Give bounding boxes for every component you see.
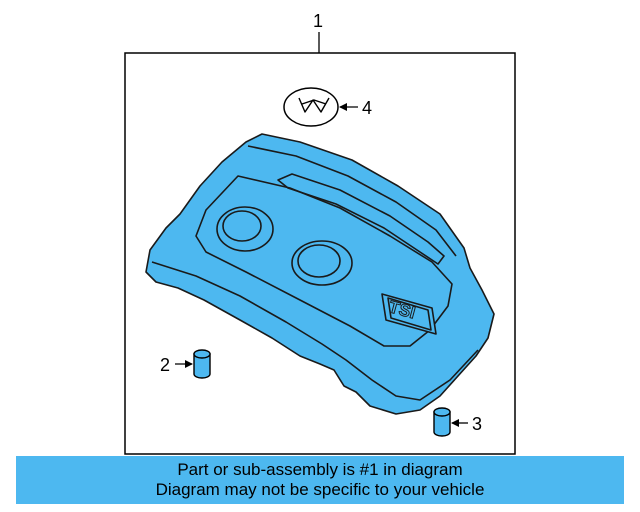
callout-4-label: 4: [362, 98, 372, 118]
badge-ellipse: [283, 87, 339, 127]
cover-port-left-inner: [222, 210, 262, 242]
badge-part[interactable]: [283, 87, 339, 127]
cover-top-ridge: [247, 145, 457, 257]
grommet-left-body: [193, 353, 211, 379]
callout-3-label: 3: [472, 414, 482, 434]
banner-line-2: Diagram may not be specific to your vehi…: [155, 480, 485, 499]
grommet-right-part[interactable]: [433, 407, 451, 437]
diagram-frame: [124, 52, 516, 455]
cover-channel: [277, 173, 445, 265]
banner-line-1: Part or sub-assembly is #1 in diagram: [177, 460, 463, 479]
cover-emblem-plate: [381, 293, 437, 335]
cover-port-right-inner: [297, 244, 341, 278]
info-banner: Part or sub-assembly is #1 in diagram Di…: [16, 456, 624, 504]
engine-cover[interactable]: [145, 133, 495, 415]
callout-1-label: 1: [313, 11, 323, 31]
badge-logo-icon: [298, 97, 330, 113]
cover-inner-deck: [195, 175, 453, 347]
cover-emblem-plate-inner: [387, 297, 432, 331]
grommet-right-top: [433, 407, 451, 417]
grommet-left-part[interactable]: [193, 349, 211, 379]
grommet-left-top: [193, 349, 211, 359]
grommet-right-body: [433, 411, 451, 437]
callout-2-label: 2: [160, 355, 170, 375]
cover-skirt-line: [151, 261, 479, 401]
